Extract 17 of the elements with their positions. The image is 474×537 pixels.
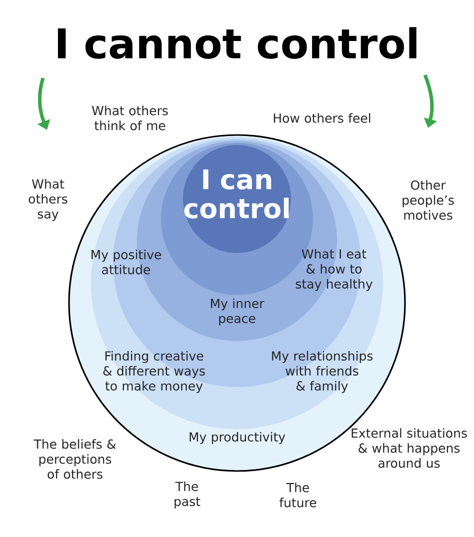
outer-label: The past xyxy=(174,481,200,509)
outer-label: What others think of me xyxy=(92,106,168,130)
outer-label: The beliefs & perceptions of others xyxy=(34,439,116,479)
outer-label: What others say xyxy=(28,178,68,222)
ring-label: My inner peace xyxy=(210,298,264,326)
ring-circle xyxy=(183,145,291,253)
ring-label: What I eat & how to stay healthy xyxy=(296,248,372,292)
ring-label: My positive attitude xyxy=(92,250,162,274)
outer-label: External situations & what happens around us xyxy=(352,428,467,468)
title: I cannot control xyxy=(58,27,416,59)
ring-label: My productivity xyxy=(190,432,286,444)
center-label: I can control xyxy=(184,169,289,219)
outer-label: Other people’s motives xyxy=(402,180,454,220)
outer-label: How others feel xyxy=(274,113,370,123)
ring-label: Finding creative & different ways to make money xyxy=(103,350,205,394)
outer-label: The future xyxy=(279,482,316,508)
ring-label: My relationships with friends & family xyxy=(272,350,373,394)
